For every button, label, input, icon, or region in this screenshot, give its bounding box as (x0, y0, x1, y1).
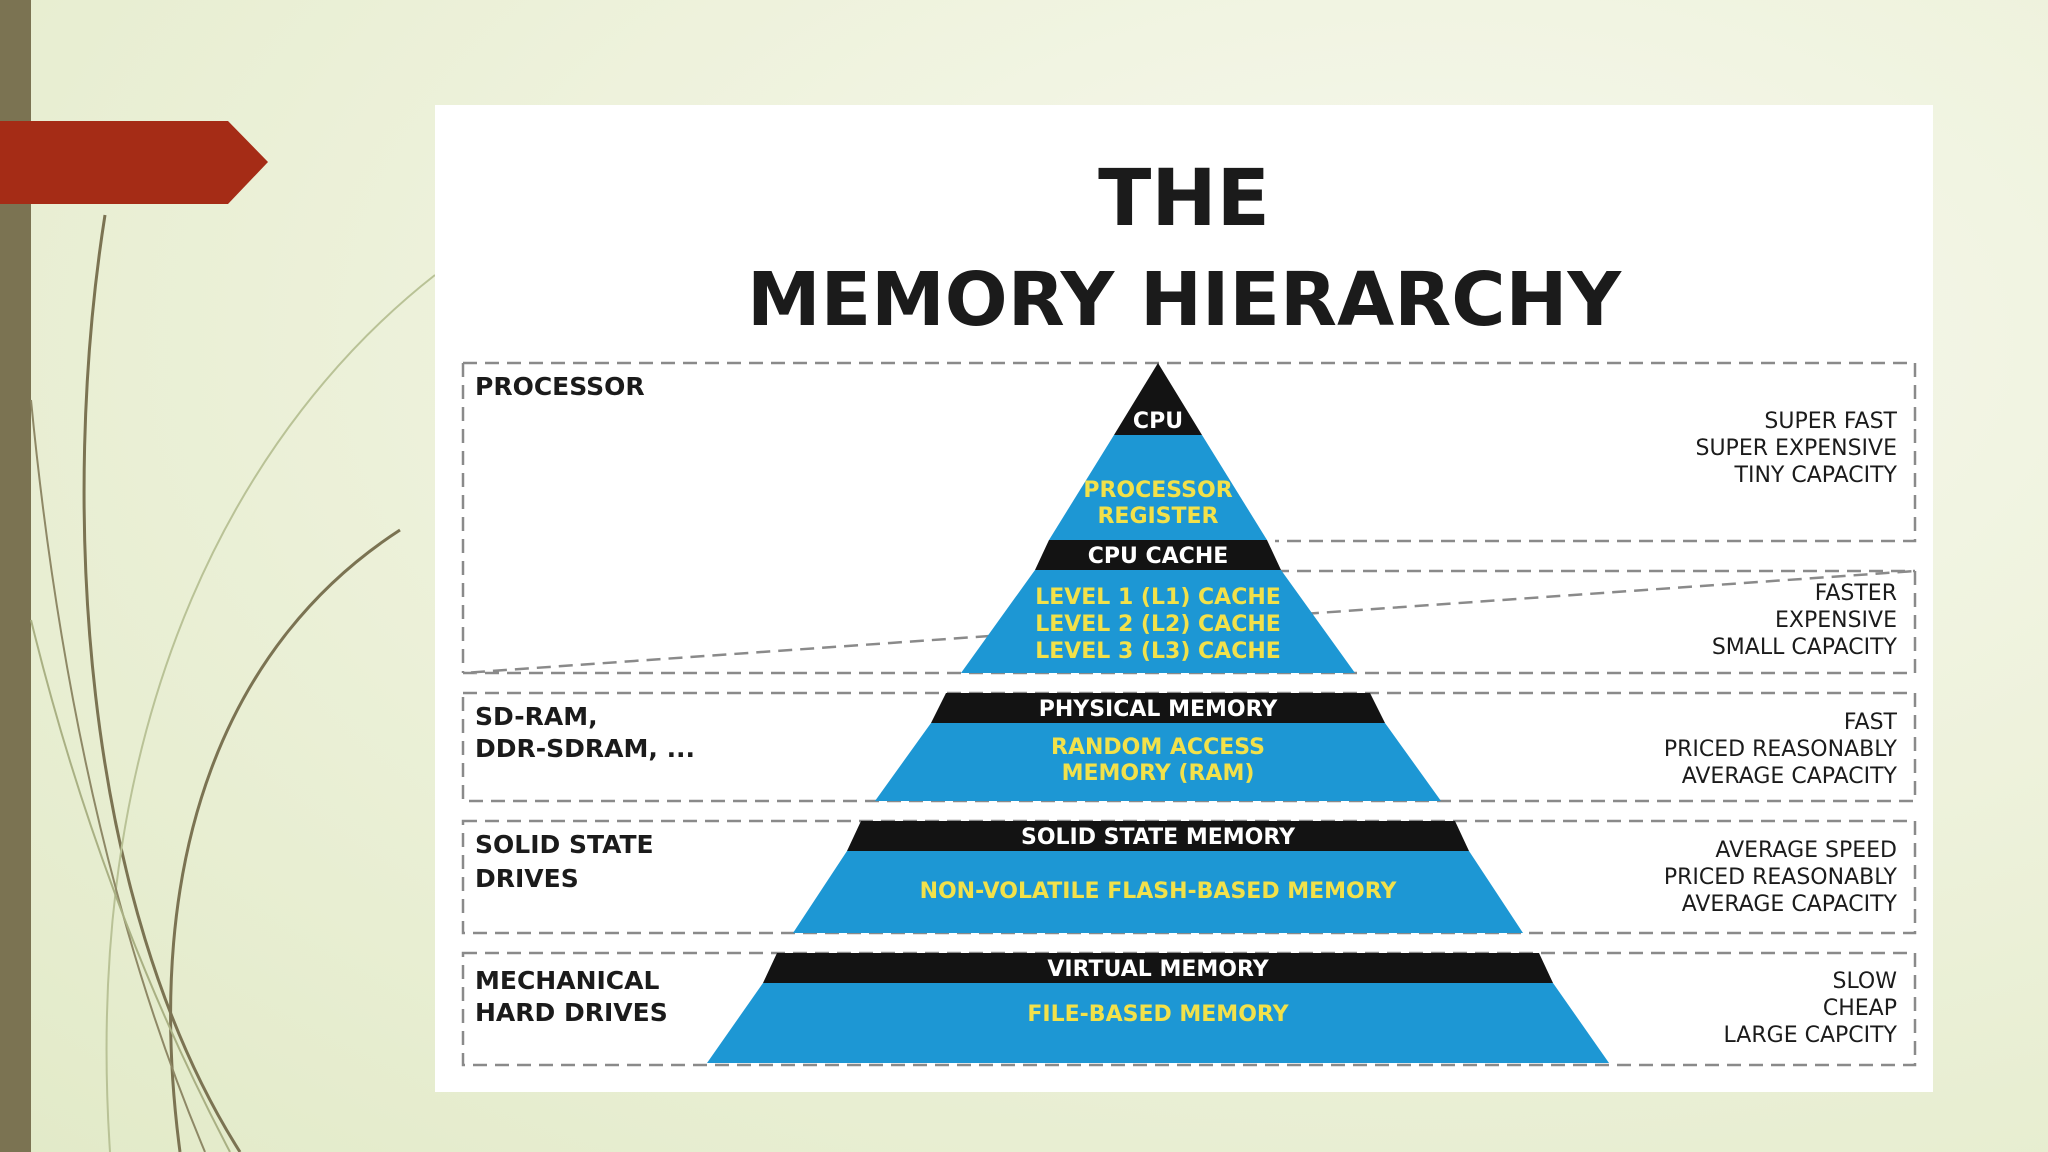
tier-inner-cache-2: LEVEL 2 (L2) CACHE (1035, 612, 1281, 637)
tier-inner-ram-1: RANDOM ACCESS (1051, 735, 1265, 760)
tier-band-solid-state: SOLID STATE MEMORY (1021, 825, 1296, 850)
tier-inner-file: FILE-BASED MEMORY (1027, 1002, 1289, 1027)
left-label-ram-2: DDR-SDRAM, ... (475, 734, 695, 763)
cpu-band (1114, 363, 1202, 435)
right-label-hdd-1: SLOW (1832, 969, 1897, 994)
ram-tier (875, 723, 1441, 801)
right-label-ram-1: FAST (1844, 710, 1898, 735)
right-label-hdd-2: CHEAP (1823, 996, 1897, 1021)
right-label-ram-2: PRICED REASONABLY (1664, 737, 1898, 762)
decorative-swoosh (30, 214, 436, 1152)
tier-inner-register-1: PROCESSOR (1083, 478, 1232, 503)
right-label-ram-3: AVERAGE CAPACITY (1682, 764, 1898, 789)
file-tier (707, 983, 1609, 1063)
tier-band-cpu: CPU (1133, 409, 1183, 434)
flash-tier (793, 851, 1523, 933)
right-label-cache-3: SMALL CAPACITY (1712, 635, 1898, 660)
right-label-register-1: SUPER FAST (1764, 409, 1897, 434)
left-label-processor: PROCESSOR (475, 372, 645, 401)
physical-memory-band (931, 693, 1385, 723)
tier-band-physical-memory: PHYSICAL MEMORY (1039, 697, 1279, 722)
right-label-cache-1: FASTER (1815, 581, 1897, 606)
cache-tier (961, 570, 1355, 673)
virtual-memory-band (763, 953, 1553, 983)
right-label-register-2: SUPER EXPENSIVE (1695, 436, 1897, 461)
right-label-cache-2: EXPENSIVE (1775, 608, 1897, 633)
right-label-ssd-2: PRICED REASONABLY (1664, 865, 1898, 890)
solid-state-band (847, 821, 1469, 851)
right-label-ssd-1: AVERAGE SPEED (1715, 838, 1897, 863)
memory-hierarchy-diagram: THE MEMORY HIERARCHY (435, 105, 1933, 1092)
right-label-register-3: TINY CAPACITY (1734, 463, 1898, 488)
tier-inner-cache-3: LEVEL 3 (L3) CACHE (1035, 639, 1281, 664)
pyramid (707, 363, 1609, 1063)
tier-inner-ram-2: MEMORY (RAM) (1062, 761, 1255, 786)
diagram-title-line1: THE (1098, 154, 1270, 244)
tier-band-cpu-cache: CPU CACHE (1088, 544, 1229, 569)
diagram-title-line2: MEMORY HIERARCHY (747, 257, 1623, 343)
left-label-ram-1: SD-RAM, (475, 702, 598, 731)
tier-band-virtual-memory: VIRTUAL MEMORY (1047, 957, 1269, 982)
tier-inner-flash: NON-VOLATILE FLASH-BASED MEMORY (920, 879, 1398, 904)
left-label-ssd-2: DRIVES (475, 864, 579, 893)
tier-inner-cache-1: LEVEL 1 (L1) CACHE (1035, 585, 1281, 610)
register-tier (1049, 435, 1267, 540)
tier-inner-register-2: REGISTER (1097, 504, 1218, 529)
cpu-cache-band (1035, 540, 1281, 570)
left-label-hdd-1: MECHANICAL (475, 966, 659, 995)
left-label-hdd-2: HARD DRIVES (475, 998, 668, 1027)
left-label-ssd-1: SOLID STATE (475, 830, 654, 859)
right-label-ssd-3: AVERAGE CAPACITY (1682, 892, 1898, 917)
right-label-hdd-3: LARGE CAPCITY (1724, 1023, 1898, 1048)
accent-tag (0, 121, 268, 204)
